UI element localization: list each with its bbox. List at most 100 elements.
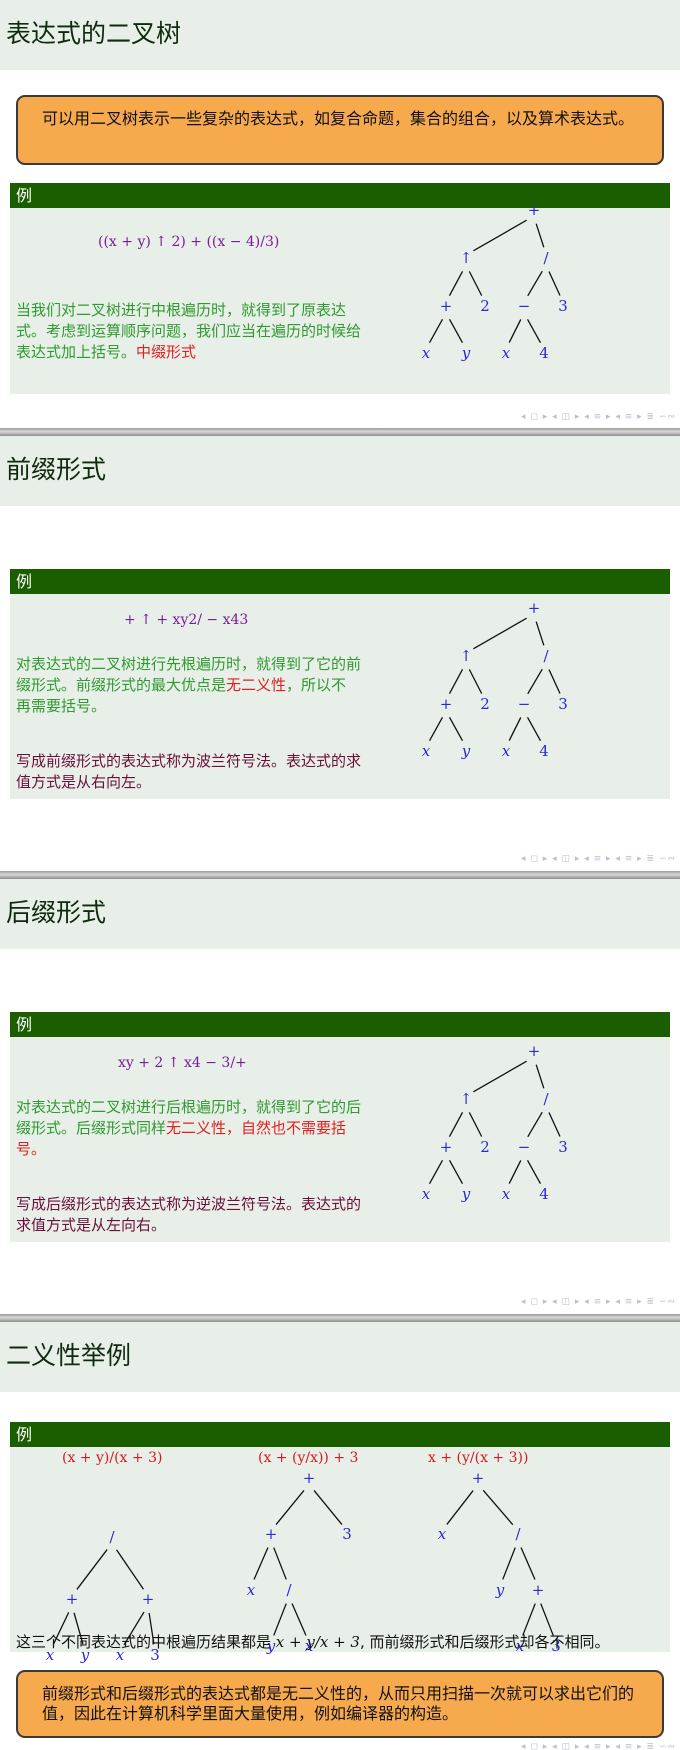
- ambiguous-formula-1: (x + y)/(x + 3): [62, 1450, 163, 1466]
- title-bar: 后缀形式: [0, 879, 680, 949]
- tree-node: y: [266, 1637, 276, 1655]
- example-label: 例: [10, 1422, 670, 1447]
- tree-edge: [540, 1603, 554, 1636]
- tree-node: y: [461, 344, 471, 362]
- tree-edge: [313, 1490, 343, 1525]
- tree-edge: [468, 669, 483, 694]
- postfix-formula: xy + 2 ↑ x4 − 3/+: [118, 1055, 247, 1071]
- tree-node: x: [305, 1637, 314, 1655]
- tree-edge: [253, 1547, 269, 1580]
- tree-edge: [526, 318, 542, 344]
- tree-node: x: [502, 344, 511, 362]
- slide-divider: [0, 428, 680, 436]
- tree-edge: [448, 318, 464, 344]
- tree-node: ↑: [460, 249, 473, 267]
- slide-4: 二义性举例 例 (x + y)/(x + 3) (x + (y/x)) + 3 …: [0, 1322, 680, 1750]
- tree-edge: [520, 1547, 536, 1580]
- tree-edge: [148, 1612, 155, 1645]
- tree-edge: [508, 319, 522, 343]
- tree-node: x: [516, 1637, 525, 1655]
- tree-edge: [448, 669, 464, 694]
- tree-node: /: [109, 1528, 115, 1546]
- tree-node: x: [438, 1525, 447, 1543]
- tree-edge: [468, 271, 483, 296]
- beamer-navigation[interactable]: ◂ ◻ ▸ ◂ ◫ ▸ ◂ ≡ ▸ ◂ ≡ ▸ ≣ ∽∾: [520, 1297, 676, 1307]
- tree-edge: [448, 716, 464, 742]
- tree-node: 2: [480, 1138, 490, 1156]
- tree-edge: [473, 617, 527, 650]
- tree-edge: [123, 1611, 145, 1646]
- slide-title: 后缀形式: [6, 898, 107, 927]
- tree-edge: [275, 1490, 305, 1525]
- tree-node: 2: [480, 297, 490, 315]
- tree-node: x: [46, 1646, 55, 1664]
- tree-node: 4: [539, 344, 549, 362]
- tree-edge: [526, 1159, 542, 1185]
- example-block: 例: [10, 183, 670, 394]
- polish-notation-note: 写成前缀形式的表达式称为波兰符号法。表达式的求值方式是从右向左。: [16, 752, 362, 791]
- tree-edge: [473, 1060, 527, 1093]
- tree-node: x: [422, 742, 431, 760]
- postfix-text: 对表达式的二叉树进行后根遍历时，就得到了它的后缀形式。后缀形式同样: [16, 1098, 362, 1137]
- summary-math: x + y/x + 3: [275, 1633, 360, 1651]
- beamer-navigation[interactable]: ◂ ◻ ▸ ◂ ◫ ▸ ◂ ≡ ▸ ◂ ≡ ▸ ≣ ∽∾: [520, 412, 676, 422]
- tree-node: +: [303, 1469, 316, 1487]
- tree-node: ↑: [460, 1090, 473, 1108]
- tree-edge: [473, 219, 527, 252]
- tree-edge: [291, 1603, 307, 1636]
- tree-edge: [448, 1112, 464, 1137]
- inorder-summary: 这三个不同表达式的中根遍历结果都是 x + y/x + 3, 而前缀形式和后缀形…: [16, 1631, 610, 1652]
- slide-title: 二义性举例: [6, 1341, 132, 1370]
- alert-box: 前缀形式和后缀形式的表达式都是无二义性的，从而只用扫描一次就可以求出它们的值，因…: [16, 1670, 664, 1738]
- tree-node: y: [495, 1581, 505, 1599]
- tree-edge: [52, 1612, 70, 1645]
- tree-edge: [548, 1112, 561, 1137]
- tree-edge: [508, 1160, 522, 1184]
- tree-node: 3: [342, 1525, 352, 1543]
- tree-node: x: [422, 1185, 431, 1203]
- beamer-navigation[interactable]: ◂ ◻ ▸ ◂ ◫ ▸ ◂ ≡ ▸ ◂ ≡ ▸ ≣ ∽∾: [520, 854, 676, 864]
- example-block: 例: [10, 569, 670, 799]
- infix-text: 当我们对二叉树进行中根遍历时，就得到了原表达式。考虑到运算顺序问题，我们应当在遍…: [16, 301, 362, 361]
- slide-divider: [0, 1314, 680, 1322]
- prefix-text-2: ，所以不再需要括号。: [16, 676, 347, 715]
- prefix-text-1: 对表达式的二叉树进行先根遍历时，就得到了它的前缀形式。前缀形式的最大优点是: [16, 655, 362, 694]
- tree-edge: [73, 1612, 84, 1645]
- tree-edge: [548, 669, 561, 694]
- tree-node: −: [518, 1138, 531, 1156]
- tree-node: −: [518, 695, 531, 713]
- tree-node: 3: [558, 1138, 568, 1156]
- tree-edge: [448, 271, 464, 296]
- tree-node: +: [472, 1469, 485, 1487]
- tree-node: +: [532, 1581, 545, 1599]
- postfix-term: 无二义性，自然也不需要括号。: [16, 1119, 347, 1158]
- slide-1: 表达式的二叉树 可以用二叉树表示一些复杂的表达式，如复合命题，集合的组合，以及算…: [0, 0, 680, 430]
- tree-node: 4: [539, 742, 549, 760]
- slide-divider: [0, 871, 680, 879]
- tree-edge: [115, 1549, 145, 1590]
- tree-node: −: [518, 297, 531, 315]
- tree-node: /: [286, 1581, 292, 1599]
- tree-node: 3: [558, 695, 568, 713]
- tree-edge: [428, 716, 444, 742]
- tree-edge: [428, 318, 444, 344]
- tree-edge: [535, 621, 545, 646]
- tree-node: +: [142, 1590, 155, 1608]
- infix-description: 当我们对二叉树进行中根遍历时，就得到了原表达式。考虑到运算顺序问题，我们应当在遍…: [16, 300, 361, 363]
- title-bar: 二义性举例: [0, 1322, 680, 1392]
- reverse-polish-note: 写成后缀形式的表达式称为逆波兰符号法。表达式的求值方式是从左向右。: [16, 1195, 362, 1234]
- alert-box: 可以用二叉树表示一些复杂的表达式，如复合命题，集合的组合，以及算术表达式。: [16, 95, 664, 165]
- tree-node: x: [116, 1646, 125, 1664]
- tree-edge: [535, 1064, 545, 1089]
- tree-edge: [527, 270, 543, 297]
- tree-node: x: [502, 742, 511, 760]
- tree-node: +: [265, 1525, 278, 1543]
- tree-node: /: [515, 1525, 521, 1543]
- beamer-navigation[interactable]: ◂ ◻ ▸ ◂ ◫ ▸ ◂ ≡ ▸ ◂ ≡ ▸ ≣ ∽∾: [520, 1742, 676, 1750]
- summary-pre: 这三个不同表达式的中根遍历结果都是: [16, 1633, 276, 1651]
- tree-node: 2: [480, 695, 490, 713]
- tree-node: y: [80, 1646, 90, 1664]
- tree-node: +: [440, 695, 453, 713]
- infix-term: 中缀形式: [136, 343, 197, 361]
